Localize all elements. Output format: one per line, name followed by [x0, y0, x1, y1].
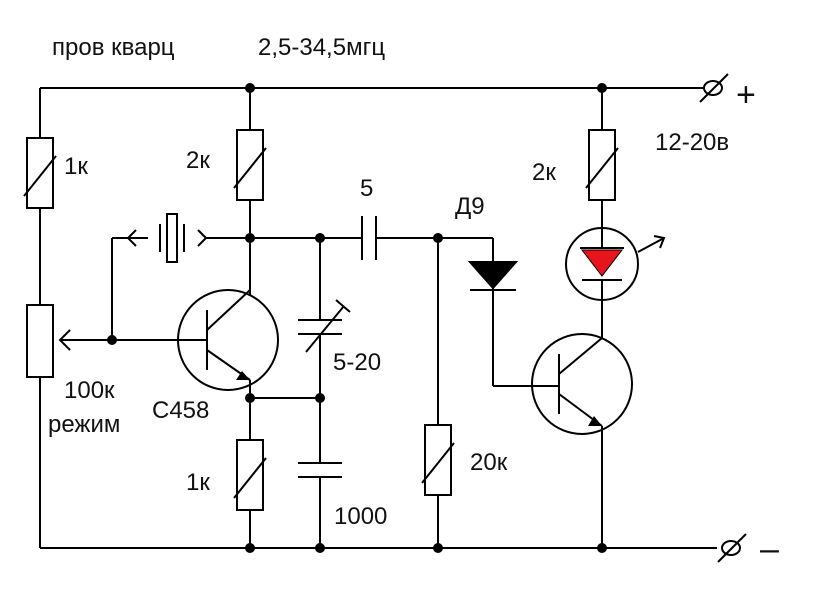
- transistor-c458: [177, 289, 279, 391]
- resistor-2k-collector: [233, 129, 267, 201]
- capacitor-1000-label: 1000: [334, 503, 387, 530]
- resistor-1k-emitter-label: 1к: [186, 469, 210, 496]
- crystal: [126, 213, 208, 263]
- capacitor-5: [361, 216, 377, 260]
- resistor-1k-left-label: 1к: [64, 153, 88, 180]
- junctions: [107, 83, 607, 553]
- capacitor-trimmer-label: 5-20: [333, 349, 381, 376]
- transistor-led-driver: [531, 333, 633, 435]
- diode-d9: [467, 261, 519, 291]
- potentiometer-100k: [26, 304, 71, 378]
- capacitor-trimmer-5-20: [298, 299, 351, 353]
- resistor-20k: [421, 424, 455, 496]
- resistor-1k-left: [23, 137, 57, 209]
- terminal-plus: [699, 73, 729, 103]
- resistor-2k-led-label: 2к: [532, 159, 556, 186]
- transistor-label: С458: [152, 397, 209, 424]
- led: [565, 227, 666, 301]
- capacitor-5-label: 5: [360, 175, 373, 202]
- plus-sign: +: [736, 76, 756, 114]
- supply-voltage-label: 12-20в: [655, 129, 729, 156]
- diode-d9-label: Д9: [455, 193, 485, 220]
- resistor-2k-collector-label: 2к: [186, 147, 210, 174]
- title-label: пров кварц: [52, 34, 175, 61]
- capacitor-1000: [298, 462, 342, 478]
- minus-sign: –: [760, 530, 779, 568]
- terminal-minus: [717, 533, 747, 563]
- potentiometer-value-label: 100к: [64, 377, 115, 404]
- resistor-1k-emitter: [233, 439, 267, 511]
- frequency-label: 2,5-34,5мгц: [258, 34, 385, 61]
- resistor-20k-label: 20к: [470, 449, 508, 476]
- resistor-2k-led: [585, 129, 619, 201]
- potentiometer-name-label: режим: [48, 411, 120, 438]
